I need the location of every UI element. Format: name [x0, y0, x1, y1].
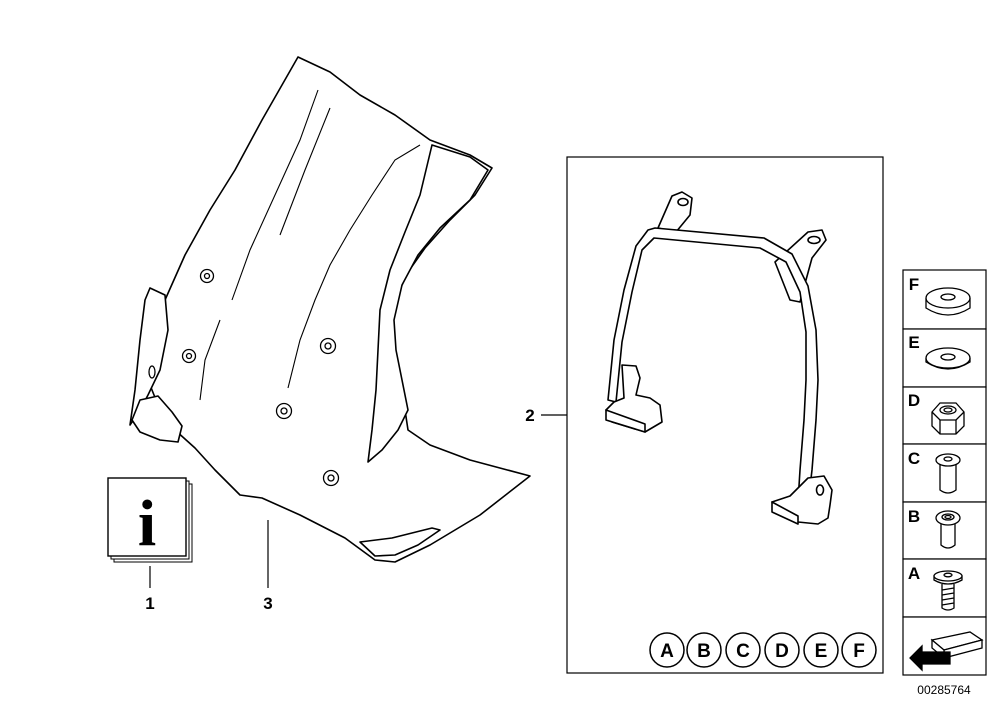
label-B: B [908, 507, 920, 526]
grommet [322, 469, 340, 487]
svg-text:E: E [815, 641, 828, 662]
callout-1: 1 [145, 594, 154, 613]
info-letter: i [138, 487, 156, 560]
holder-bracket [605, 191, 833, 525]
rubber-washer-icon [925, 287, 971, 316]
label-F: F [909, 275, 919, 294]
fastener-circle-E: E [803, 632, 839, 668]
callout-3: 3 [263, 594, 272, 613]
fastener-circle-F: F [841, 632, 877, 668]
image-number: 00285764 [917, 683, 971, 697]
grommet [319, 337, 337, 355]
callout-2: 2 [525, 406, 534, 425]
hex-nut-icon [931, 402, 965, 435]
svg-text:B: B [697, 641, 711, 662]
label-C: C [908, 449, 920, 468]
fastener-circle-A: A [649, 632, 685, 668]
fastener-circle-B: B [686, 632, 722, 668]
grommet [275, 402, 293, 420]
fastener-column [902, 269, 987, 676]
fastener-circles: A B C D E F [649, 632, 877, 668]
label-D: D [908, 391, 920, 410]
fastener-circle-D: D [764, 632, 800, 668]
rivet-nut-icon [935, 510, 961, 549]
windshield-contour-lines [199, 89, 421, 401]
grommet [199, 268, 215, 284]
svg-text:D: D [775, 641, 789, 662]
info-symbol-icon: i [107, 477, 193, 563]
expansion-nut-icon [935, 453, 961, 494]
fastener-circle-C: C [725, 632, 761, 668]
svg-text:C: C [736, 641, 750, 662]
label-E: E [908, 333, 919, 352]
fastener-column-letters: F E D C B A [908, 275, 920, 583]
windshield-mounting-points [148, 268, 340, 487]
screw-icon [933, 570, 963, 611]
svg-text:A: A [660, 641, 674, 662]
flat-washer-icon [925, 347, 971, 370]
direction-arrow-icon [909, 631, 984, 672]
grommet [181, 348, 197, 364]
label-A: A [908, 564, 920, 583]
windshield-part [129, 56, 531, 563]
svg-text:F: F [853, 641, 865, 662]
